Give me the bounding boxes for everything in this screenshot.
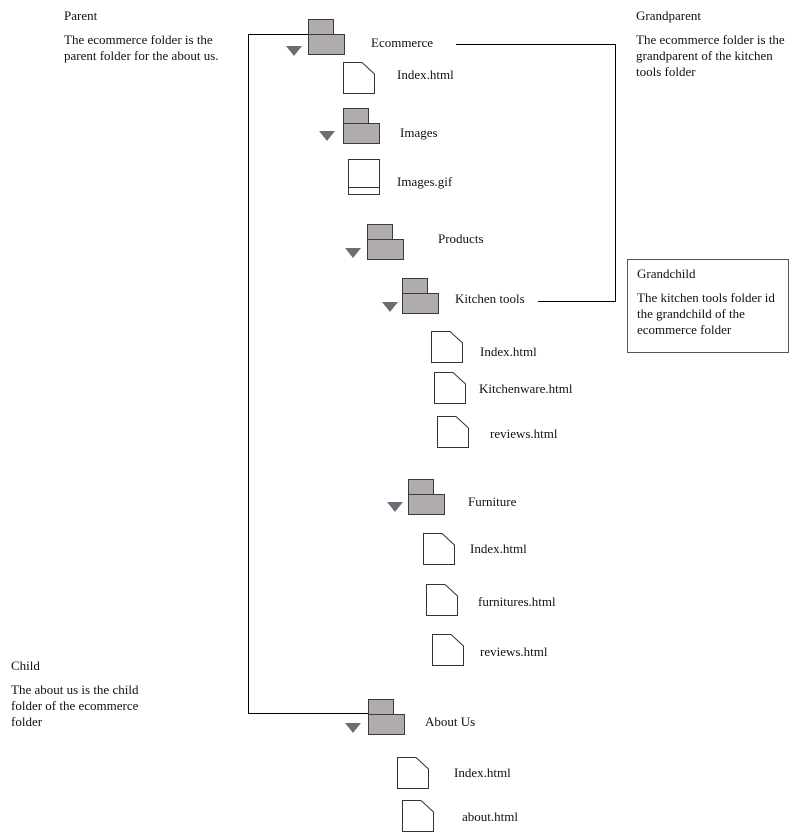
file-icon — [434, 372, 466, 404]
expand-triangle-icon[interactable] — [345, 248, 361, 258]
file-icon — [423, 533, 455, 565]
folder-icon[interactable] — [367, 224, 404, 261]
grandchild-connector — [538, 301, 616, 302]
expand-triangle-icon[interactable] — [382, 302, 398, 312]
tree-item-ecommerce-index[interactable]: Index.html — [397, 67, 454, 82]
grandparent-text: The ecommerce folder is the grandparent … — [636, 32, 785, 79]
folder-icon[interactable] — [343, 108, 380, 145]
grandchild-note-box: Grandchild The kitchen tools folder id t… — [627, 259, 789, 353]
tree-item-furniture-index[interactable]: Index.html — [470, 541, 527, 556]
parent-connector-top — [248, 34, 310, 35]
folder-icon[interactable] — [368, 699, 405, 736]
file-icon — [343, 62, 375, 94]
tree-item-images-gif[interactable]: Images.gif — [397, 174, 453, 189]
grandparent-note: Grandparent The ecommerce folder is the … — [636, 8, 786, 80]
grandparent-connector-top — [456, 44, 616, 45]
tree-item-kitchen-reviews[interactable]: reviews.html — [490, 426, 558, 441]
file-icon — [426, 584, 458, 616]
image-file-icon — [348, 159, 380, 195]
grandchild-note: Grandchild The kitchen tools folder id t… — [637, 266, 785, 338]
tree-item-furniture-reviews[interactable]: reviews.html — [480, 644, 548, 659]
tree-item-kitchen-tools[interactable]: Kitchen tools — [455, 291, 525, 306]
tree-item-furnitures[interactable]: furnitures.html — [478, 594, 556, 609]
tree-item-furniture[interactable]: Furniture — [468, 494, 517, 509]
child-note: Child The about us is the child folder o… — [11, 658, 171, 730]
tree-item-kitchenware[interactable]: Kitchenware.html — [479, 381, 573, 396]
folder-icon[interactable] — [308, 19, 345, 56]
tree-item-ecommerce[interactable]: Ecommerce — [371, 35, 434, 50]
expand-triangle-icon[interactable] — [345, 723, 361, 733]
file-icon — [402, 800, 434, 832]
parent-connector-vertical — [248, 34, 249, 714]
grandchild-text: The kitchen tools folder id the grandchi… — [637, 290, 775, 337]
file-icon — [431, 331, 463, 363]
grandparent-heading: Grandparent — [636, 8, 701, 23]
parent-text: The ecommerce folder is the parent folde… — [64, 32, 219, 63]
parent-heading: Parent — [64, 8, 98, 23]
parent-connector-bottom — [248, 713, 368, 714]
child-heading: Child — [11, 658, 40, 673]
child-text: The about us is the child folder of the … — [11, 682, 139, 729]
tree-item-about-index[interactable]: Index.html — [454, 765, 511, 780]
tree-item-about-us[interactable]: About Us — [425, 714, 476, 729]
expand-triangle-icon[interactable] — [387, 502, 403, 512]
file-icon — [437, 416, 469, 448]
file-icon — [397, 757, 429, 789]
tree-item-kitchen-index[interactable]: Index.html — [480, 344, 537, 359]
parent-note: Parent The ecommerce folder is the paren… — [64, 8, 239, 64]
tree-item-products[interactable]: Products — [438, 231, 484, 246]
grandchild-heading: Grandchild — [637, 266, 696, 281]
file-icon — [432, 634, 464, 666]
folder-icon[interactable] — [402, 278, 439, 315]
folder-icon[interactable] — [408, 479, 445, 516]
expand-triangle-icon[interactable] — [286, 46, 302, 56]
expand-triangle-icon[interactable] — [319, 131, 335, 141]
tree-item-images[interactable]: Images — [400, 125, 438, 140]
tree-item-about-html[interactable]: about.html — [462, 809, 518, 824]
grandparent-connector-vertical — [615, 44, 616, 302]
